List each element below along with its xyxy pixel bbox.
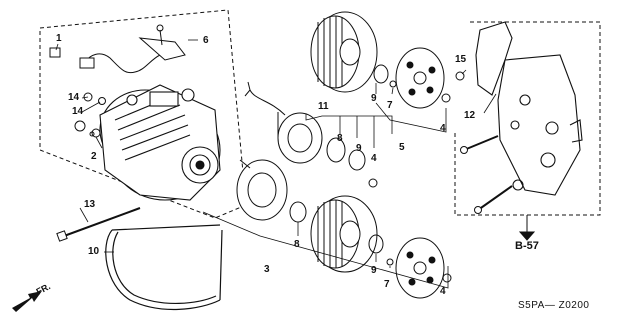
bracket-group-outline	[454, 21, 601, 216]
mid-nut	[368, 178, 378, 188]
upper-shim	[389, 80, 397, 88]
callout-4c: 4	[440, 286, 446, 297]
small-fittings	[49, 47, 106, 138]
mid-snap-ring-8	[326, 137, 346, 163]
upper-pulley	[310, 11, 378, 93]
lower-pulley	[310, 195, 378, 273]
reference-arrow	[518, 215, 536, 241]
compressor-group-outline	[39, 9, 247, 219]
lower-snap-ring-9	[368, 234, 384, 254]
callout-8a: 8	[337, 133, 343, 144]
leader-lines	[55, 39, 497, 289]
callout-9c: 9	[371, 265, 377, 276]
coil-wire	[244, 81, 286, 116]
callout-5: 5	[399, 142, 405, 153]
lower-armature	[395, 237, 445, 299]
diagram-code: S5PA— Z0200	[518, 300, 590, 311]
callout-15: 15	[455, 54, 467, 65]
callout-13: 13	[84, 199, 96, 210]
mounting-bracket	[475, 21, 583, 196]
upper-armature	[395, 47, 445, 109]
field-coil	[277, 112, 323, 164]
callout-4b: 4	[371, 153, 377, 164]
lower-shim	[386, 258, 394, 266]
long-bolt	[56, 207, 141, 242]
callout-9b: 9	[356, 143, 362, 154]
callout-4a: 4	[440, 123, 446, 134]
compressor	[99, 84, 221, 201]
callout-6: 6	[203, 35, 209, 46]
callout-2: 2	[91, 151, 97, 162]
callout-12: 12	[464, 110, 476, 121]
callout-14b: 14	[72, 106, 84, 117]
callout-9a: 9	[371, 93, 377, 104]
mid-snap-ring-9	[348, 149, 366, 171]
wire-harness	[79, 24, 186, 74]
callout-10: 10	[88, 246, 100, 257]
callout-11: 11	[318, 101, 329, 112]
lower-coil	[236, 159, 288, 221]
callout-1: 1	[56, 33, 62, 44]
lower-nut	[442, 273, 452, 283]
callout-3: 3	[264, 264, 270, 275]
front-arrow-icon	[12, 291, 42, 312]
drive-belt	[105, 224, 223, 310]
callout-8b: 8	[294, 239, 300, 250]
callout-7a: 7	[387, 100, 393, 111]
upper-snap-ring	[373, 64, 389, 84]
reference-label: B-57	[515, 240, 539, 252]
callout-14a: 14	[68, 92, 80, 103]
lower-snap-ring-8	[289, 201, 307, 223]
callout-7b: 7	[384, 279, 390, 290]
upper-nut	[441, 93, 451, 103]
